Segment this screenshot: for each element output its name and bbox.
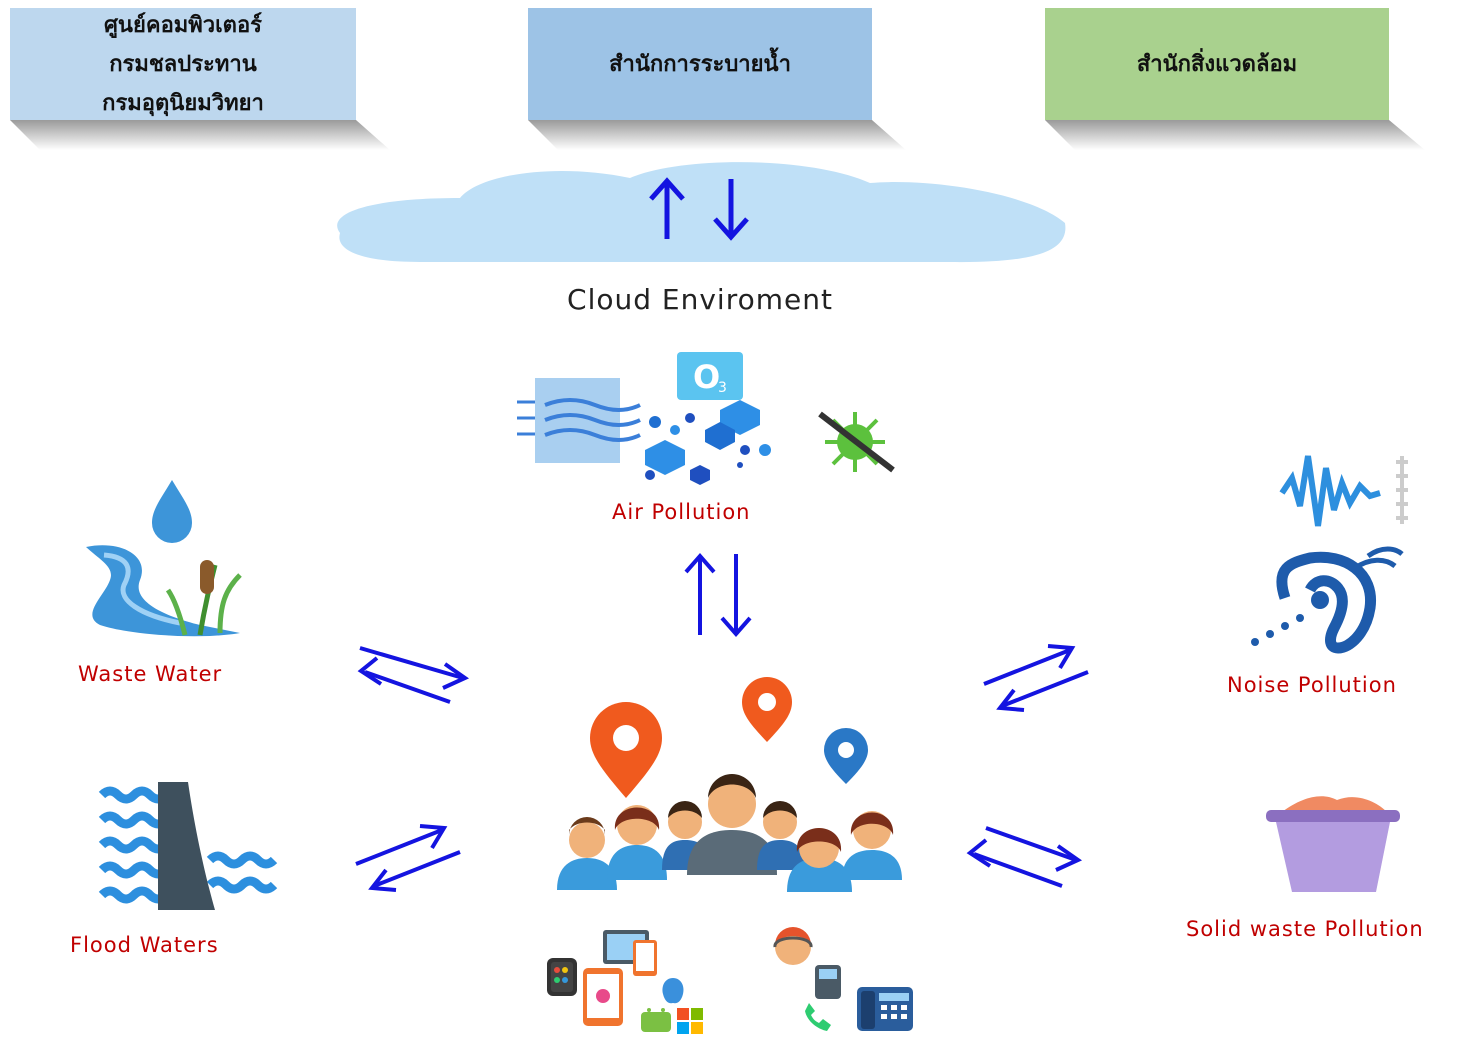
citizens-group-icon	[557, 677, 902, 892]
noise-pollution-arrows	[983, 644, 1089, 712]
node-noise-pollution-label: Noise Pollution	[1227, 673, 1397, 697]
ozone-subscript: 3	[718, 380, 727, 396]
box-shadow-left	[10, 120, 390, 150]
agency-middle-label: สำนักการระบายน้ำ	[609, 51, 791, 77]
devices-icon	[547, 930, 703, 1034]
air-center-arrows	[684, 552, 752, 638]
flood-waters-arrows	[355, 824, 461, 892]
cloud-label: Cloud Enviroment	[567, 283, 833, 316]
contact-channels-icon	[773, 927, 913, 1031]
node-waste-water-label: Waste Water	[78, 662, 223, 686]
agency-left-line2: กรมชลประทาน	[109, 51, 257, 77]
box-shadow-middle	[528, 120, 908, 150]
box-shadow-right	[1045, 120, 1430, 150]
solid-waste-icon	[1266, 796, 1400, 892]
flood-waters-icon	[98, 782, 278, 910]
cloud-shape	[337, 162, 1066, 263]
noise-pollution-icon	[1251, 455, 1408, 654]
shadow-shape-middle	[528, 120, 906, 150]
agency-left-line1: ศูนย์คอมพิวเตอร์	[103, 12, 262, 38]
air-pollution-icon: O 3	[517, 352, 895, 485]
node-flood-waters-label: Flood Waters	[70, 933, 219, 957]
cloud-updown-arrows	[649, 177, 749, 241]
solid-waste-arrows	[966, 826, 1083, 888]
shadow-shape-left	[10, 120, 390, 150]
agency-right-label: สำนักสิ่งแวดล้อม	[1136, 51, 1298, 77]
waste-water-icon	[86, 480, 242, 637]
agency-box-right: สำนักสิ่งแวดล้อม	[1045, 8, 1389, 120]
agency-box-middle: สำนักการระบายน้ำ	[528, 8, 872, 120]
shadow-shape-right	[1045, 120, 1425, 150]
node-air-pollution-label: Air Pollution	[612, 500, 751, 524]
agency-left-line3: กรมอุตุนิยมวิทยา	[102, 90, 264, 116]
node-solid-waste-label: Solid waste Pollution	[1186, 917, 1424, 941]
agency-box-left: ศูนย์คอมพิวเตอร์ กรมชลประทาน กรมอุตุนิยม…	[10, 8, 356, 120]
ozone-symbol: O	[693, 358, 720, 396]
waste-water-arrows	[357, 646, 470, 704]
